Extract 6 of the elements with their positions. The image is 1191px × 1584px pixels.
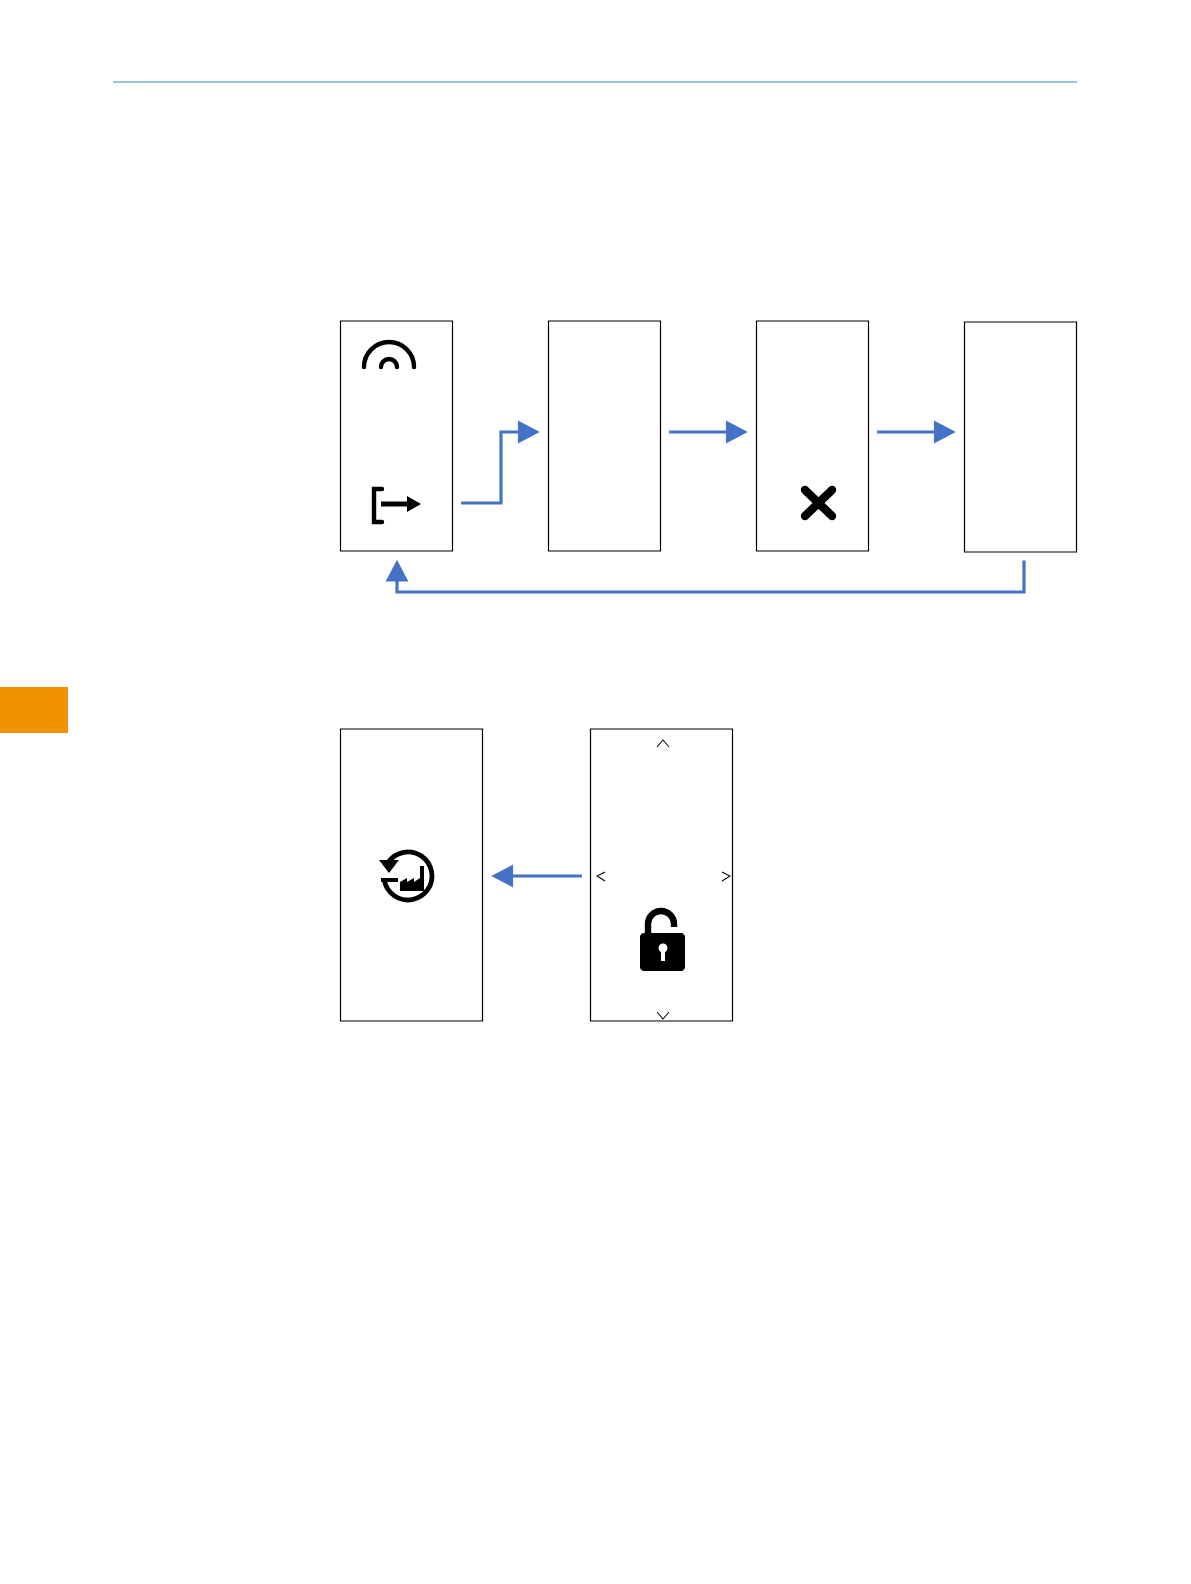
screen-box [963, 321, 1078, 553]
screen-box [755, 320, 870, 552]
screen-box [589, 728, 734, 1022]
screen-box [339, 728, 484, 1022]
screen-box [547, 320, 662, 552]
screen-box [339, 320, 454, 552]
